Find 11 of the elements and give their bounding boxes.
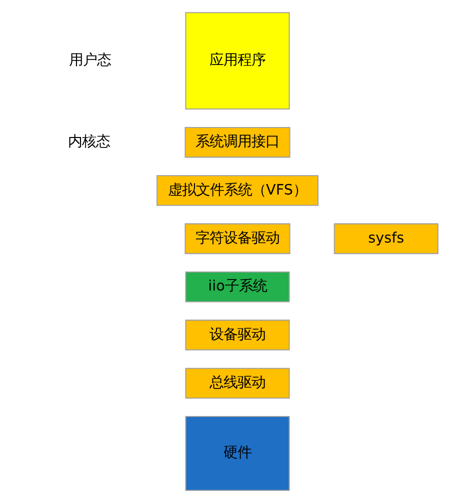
node-box: iio子系统 — [184, 271, 290, 302]
node-box: 设备驱动 — [184, 320, 290, 350]
label: 用户态 — [68, 52, 110, 69]
label: 内核态 — [67, 134, 110, 150]
node-box: 虚拟文件系统（VFS） — [156, 175, 318, 206]
node-box: sysfs — [333, 223, 438, 254]
node-box: 总线驱动 — [184, 368, 290, 399]
node-box: 系统调用接口 — [184, 126, 290, 158]
node-box: 硬件 — [184, 416, 290, 491]
node-box: 应用程序 — [184, 12, 290, 110]
node-box: 字符设备驱动 — [184, 223, 290, 254]
